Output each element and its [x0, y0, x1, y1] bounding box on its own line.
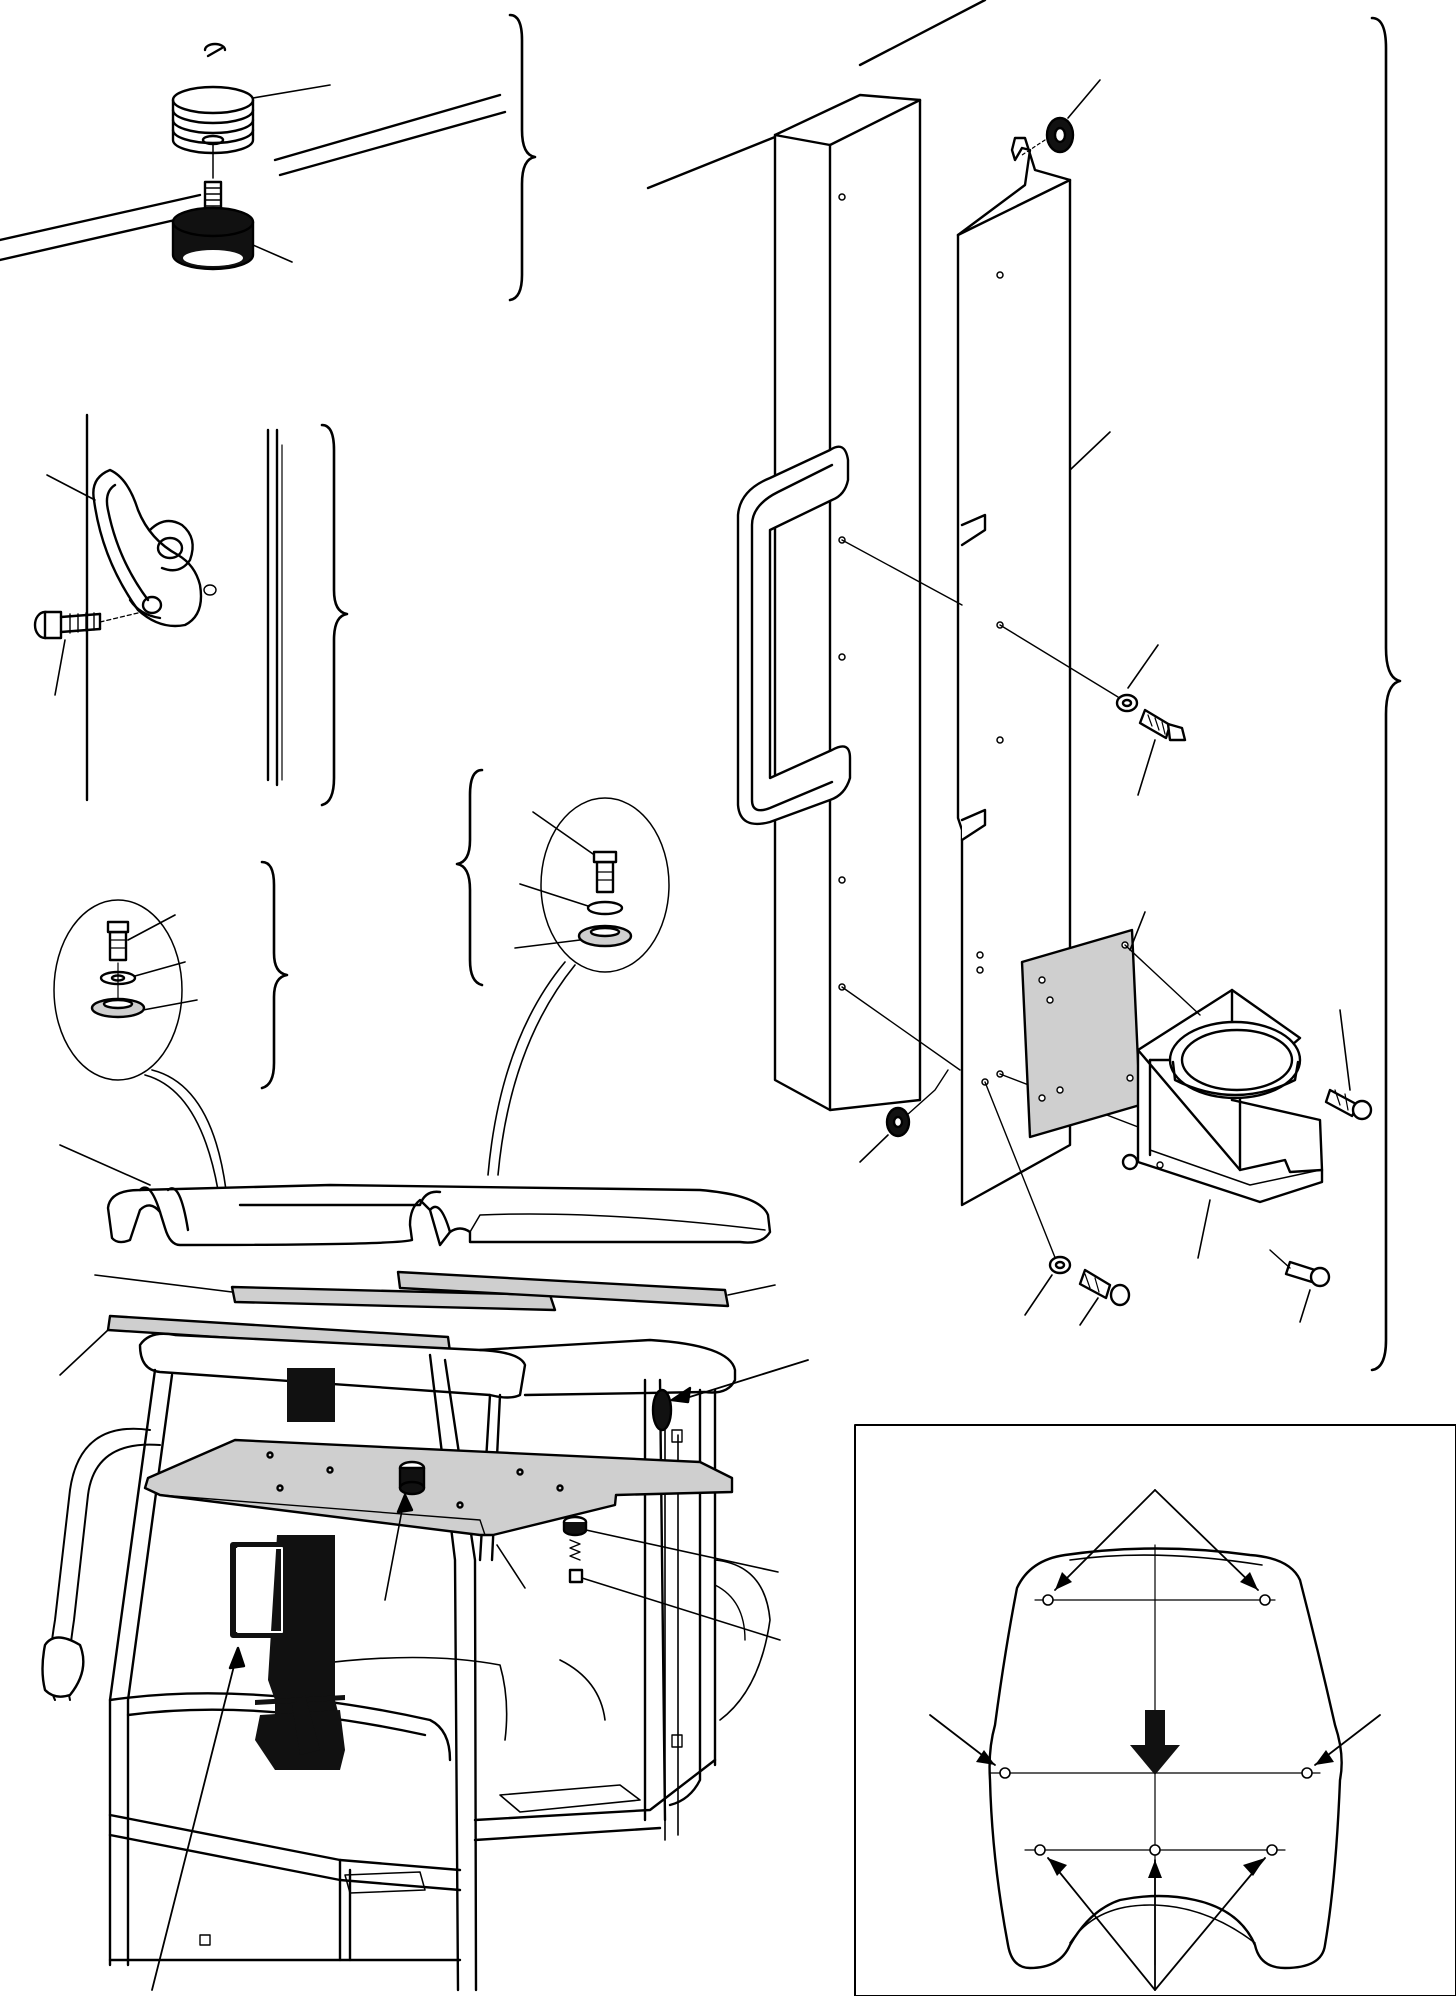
mounting-plate [956, 136, 1111, 1207]
hook-body [92, 468, 203, 628]
rubber-pad [171, 85, 255, 155]
roof-seal-strips [59, 1270, 776, 1376]
coat-hook-group [33, 413, 349, 807]
cup-holder [1121, 988, 1324, 1259]
right-fixing-detail [455, 768, 670, 1176]
right-brace [1370, 16, 1402, 1372]
interior-pillar [151, 1368, 345, 1991]
grab-handle [736, 445, 852, 826]
bottom-fixings [859, 1069, 1131, 1326]
roof-fixings-right [562, 1515, 781, 1641]
cab-frame [41, 1332, 809, 1992]
top-grommet [1021, 79, 1101, 156]
roof-fixing-points-inset [854, 1424, 1456, 1996]
door-pillar [646, 0, 987, 1112]
plate-bolt [1115, 644, 1187, 796]
top-fixing-detail [53, 860, 289, 1191]
bumper-stop-group [0, 13, 537, 302]
roof-panel [143, 1438, 734, 1601]
roof-cover [59, 1144, 772, 1247]
cup-holder-bolts [1269, 1009, 1373, 1323]
base-stud [171, 180, 255, 271]
hook-screw [33, 610, 102, 640]
